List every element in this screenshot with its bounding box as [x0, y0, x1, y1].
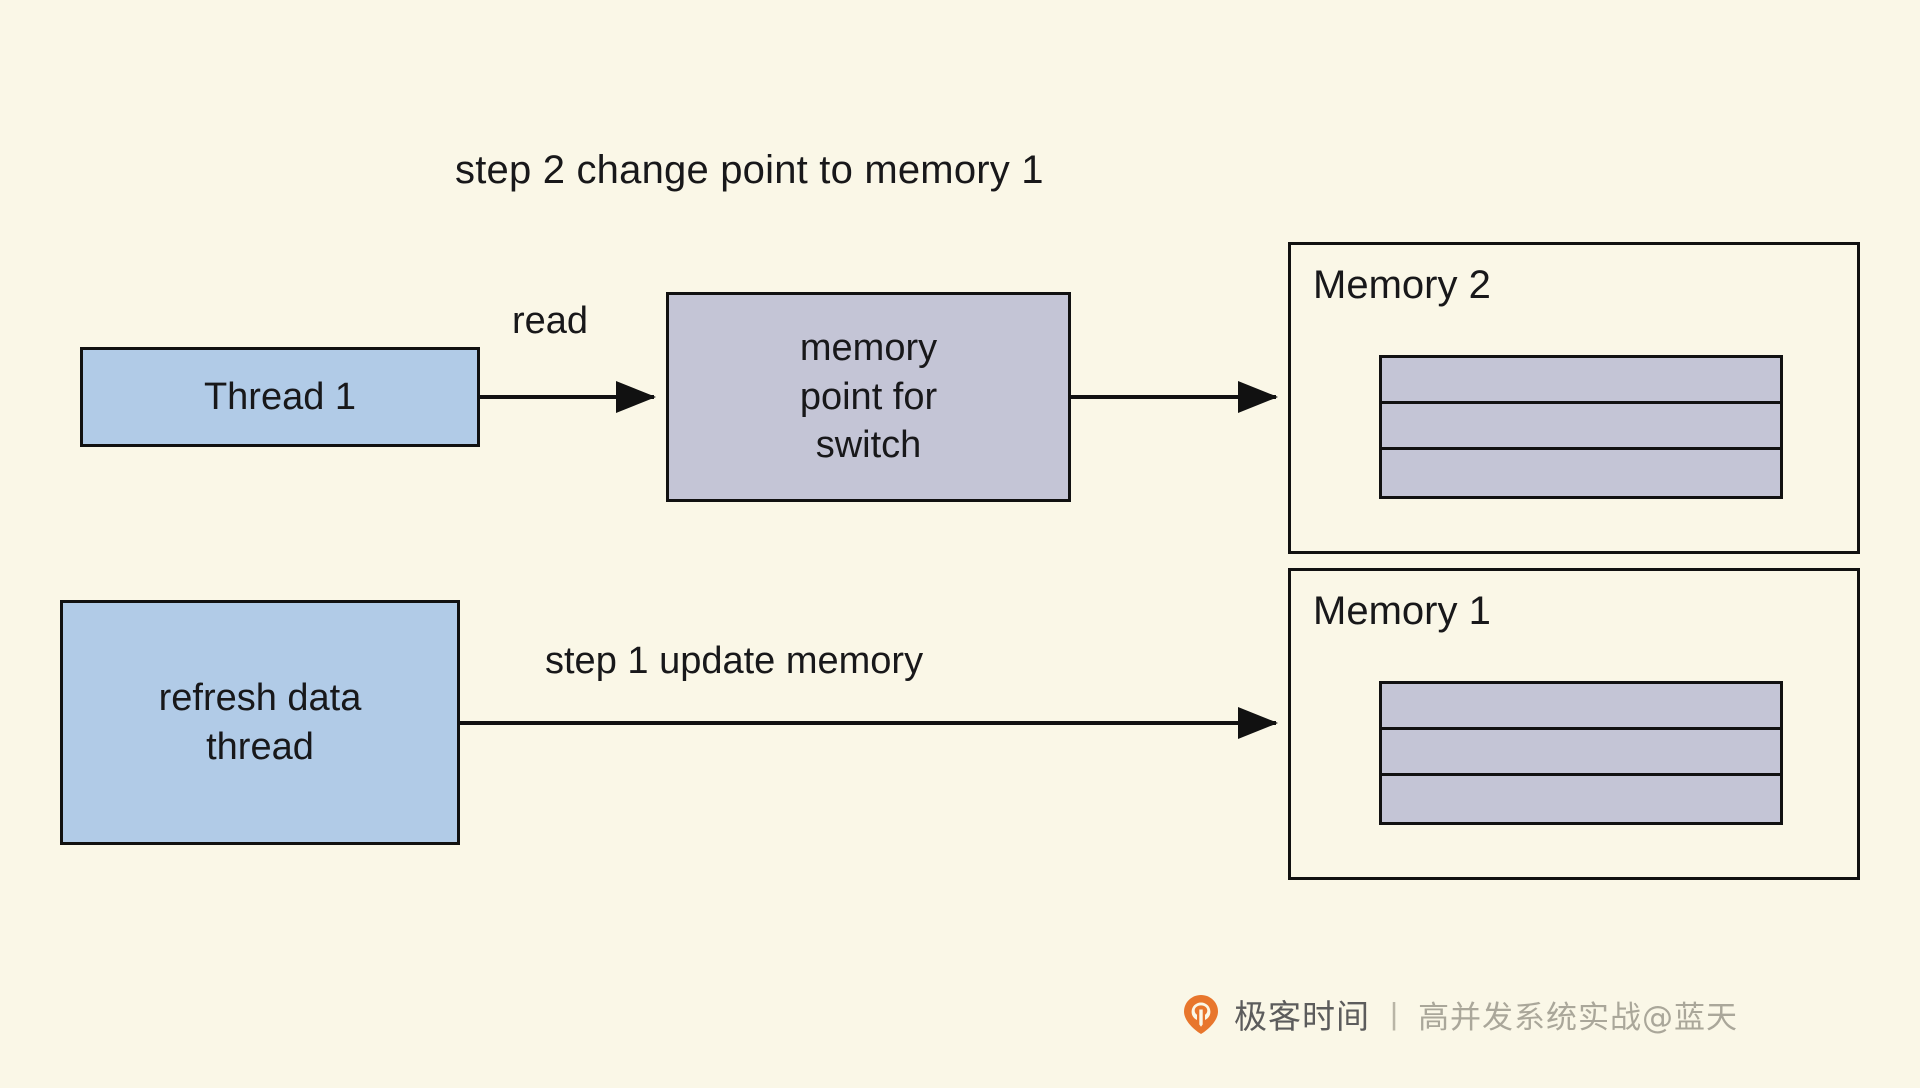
edge-label-read: read: [512, 300, 589, 342]
watermark: 极客时间 | 高并发系统实战@蓝天: [1180, 990, 1738, 1038]
memory-2-bar: [1382, 358, 1780, 404]
memory-1-bar: [1382, 684, 1780, 730]
watermark-divider: |: [1390, 996, 1399, 1031]
node-thread-1[interactable]: Thread 1: [80, 347, 480, 447]
memory-2-bar: [1382, 450, 1780, 496]
watermark-brand: 极客时间: [1234, 997, 1370, 1036]
edge-label-step-1-update-memory: step 1 update memory: [545, 640, 924, 682]
node-memory-point-line-2: point for: [799, 375, 938, 418]
node-refresh-thread-line-1: refresh data: [158, 676, 362, 719]
memory-1-bar: [1382, 776, 1780, 822]
node-memory-point-for-switch[interactable]: memory point for switch: [666, 292, 1071, 502]
node-memory-2[interactable]: Memory 2: [1288, 242, 1860, 554]
watermark-course: 高并发系统实战@蓝天: [1418, 999, 1739, 1036]
geekbang-logo-icon: [1180, 993, 1222, 1035]
memory-2-bars: [1379, 355, 1783, 499]
memory-1-bars: [1379, 681, 1783, 825]
node-memory-2-label: Memory 2: [1313, 263, 1491, 307]
node-memory-1[interactable]: Memory 1: [1288, 568, 1860, 880]
diagram-title: step 2 change point to memory 1: [455, 148, 1044, 192]
node-refresh-data-thread[interactable]: refresh data thread: [60, 600, 460, 845]
memory-1-bar: [1382, 730, 1780, 776]
node-memory-1-label: Memory 1: [1313, 589, 1491, 633]
node-memory-point-line-3: switch: [815, 424, 922, 467]
node-thread-1-label: Thread 1: [203, 375, 357, 418]
memory-2-bar: [1382, 404, 1780, 450]
node-refresh-thread-line-2: thread: [206, 725, 314, 768]
node-memory-point-line-1: memory: [799, 327, 938, 370]
